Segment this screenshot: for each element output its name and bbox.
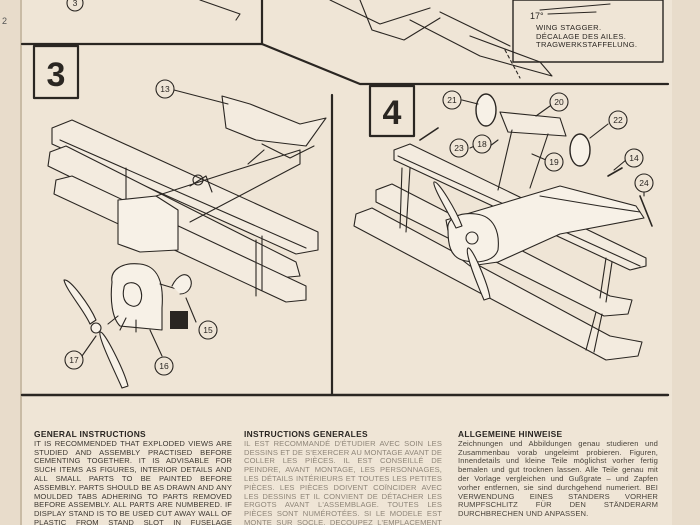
instructions-body-de: Zeichnungen und Abbildungen genau studie… [458,438,658,519]
part-number-18: 18 [477,139,487,149]
part-number-14: 14 [629,153,639,163]
step-3-aircraft [47,79,327,389]
part-number-16: 16 [159,361,169,371]
part-number-21: 21 [447,95,457,105]
wing-stagger-callout: WING STAGGER. DÉCALAGE DES AILES. TRAGWE… [536,23,638,50]
instructions-body-fr: Il est recommandé d'étudier avec soin le… [244,438,442,525]
stagger-angle: 17° [530,11,544,21]
step-3-panel [32,44,334,396]
instructions-title-fr: INSTRUCTIONS GENERALES [244,430,368,439]
part-number-13: 13 [160,84,170,94]
instructions-title-de: ALLGEMEINE HINWEISE [458,430,563,439]
callout-line-en: WING STAGGER. [536,23,602,32]
general-instructions-en: GENERAL INSTRUCTIONS It is recommended t… [34,430,232,525]
part-number-17: 17 [69,355,79,365]
callout-line-fr: DÉCALAGE DES AILES. [536,31,627,41]
general-instructions-fr: INSTRUCTIONS GENERALES Il est recommandé… [244,430,442,525]
part-number-19: 19 [549,157,559,167]
step-4-label: 4 [383,94,402,132]
step-4-panel [368,84,416,138]
step-3-label: 3 [47,56,66,94]
instruction-sheet [22,0,672,525]
part-number-15: 15 [203,325,213,335]
general-instructions-de: ALLGEMEINE HINWEISE Zeichnungen und Abbi… [458,430,658,525]
part-number-22: 22 [613,115,623,125]
part-number-3: 3 [73,0,78,8]
part-callout-circle [66,0,84,12]
part-number-20: 20 [554,97,564,107]
instructions-title-en: GENERAL INSTRUCTIONS [34,430,146,439]
part-number-24: 24 [639,178,649,188]
instructions-body-en: It is recommended that exploded views ar… [34,438,232,525]
step-4-aircraft [353,90,654,361]
callout-line-de: TRAGWERKSTAFFELUNG. [536,40,638,50]
previous-step-strip [20,0,670,86]
page-edge-number: 2 [2,16,8,26]
part-number-23: 23 [454,143,464,153]
